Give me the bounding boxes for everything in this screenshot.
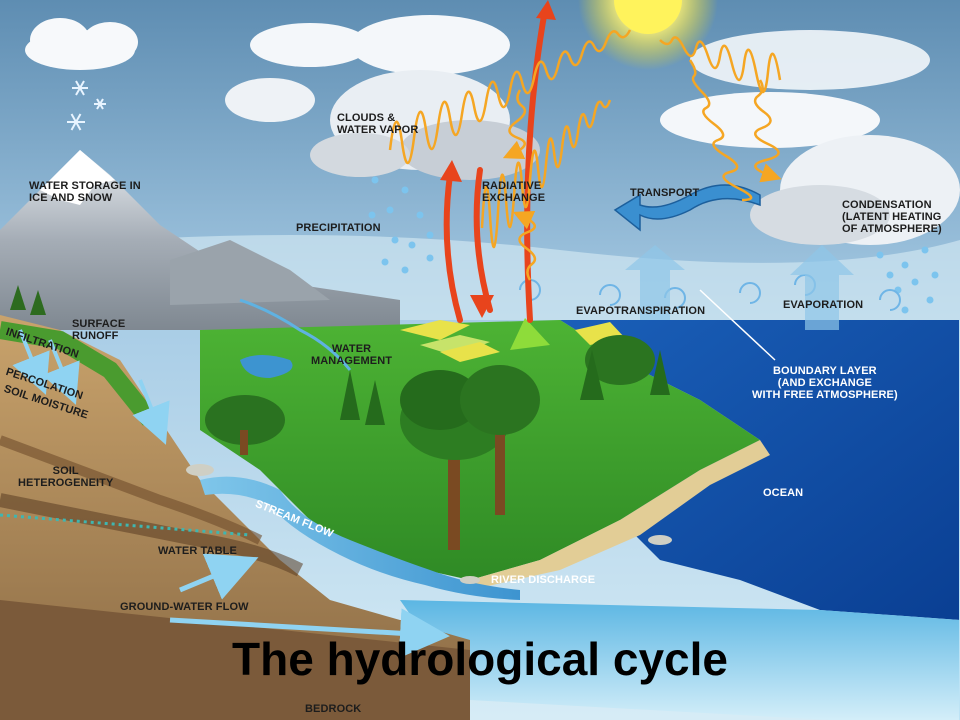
bedrock-layer bbox=[0, 600, 470, 720]
lake bbox=[240, 355, 293, 378]
label-precipitation: PRECIPITATION bbox=[296, 222, 381, 234]
label-water-management: WATER MANAGEMENT bbox=[311, 343, 393, 367]
label-transport: TRANSPORT bbox=[630, 187, 700, 199]
evaporation-arrows bbox=[625, 245, 854, 330]
label-ocean: OCEAN bbox=[763, 487, 804, 499]
transport-arrow bbox=[613, 184, 761, 232]
diagram-title: The hydrological cycle bbox=[232, 633, 728, 685]
sun-icon bbox=[578, 0, 718, 70]
boundary-layer-pointer bbox=[699, 289, 776, 361]
cloud-icon bbox=[25, 18, 138, 70]
soil-band bbox=[0, 493, 304, 577]
snowflake-icon bbox=[67, 80, 106, 131]
tree-icon bbox=[10, 285, 670, 550]
label-radiative-exchange: RADIATIVE EXCHANGE bbox=[482, 180, 546, 204]
surface-runoff-stream bbox=[239, 298, 352, 371]
mountain-ridge bbox=[170, 240, 330, 305]
stream bbox=[200, 476, 520, 600]
label-water-table: WATER TABLE bbox=[158, 545, 237, 557]
label-evaporation: EVAPORATION bbox=[783, 299, 864, 311]
ground-water-flow-arrows bbox=[169, 553, 450, 659]
cloud-icon bbox=[225, 15, 540, 180]
rocks bbox=[186, 464, 672, 584]
mountain-snowcap bbox=[40, 150, 115, 205]
label-river-discharge: RIVER DISCHARGE bbox=[491, 574, 596, 586]
label-water-storage: WATER STORAGE IN ICE AND SNOW bbox=[29, 180, 141, 204]
ocean-cross-section bbox=[400, 600, 960, 720]
label-surface-runoff: SURFACE RUNOFF bbox=[72, 318, 126, 342]
label-condensation: CONDENSATION (LATENT HEATING OF ATMOSPHE… bbox=[842, 199, 942, 235]
beach bbox=[470, 440, 770, 590]
label-soil-heterogeneity: SOIL HETEROGENEITY bbox=[18, 465, 114, 489]
raindrop-icon bbox=[368, 176, 939, 314]
grass-slope bbox=[0, 321, 158, 426]
label-evapotranspiration: EVAPOTRANSPIRATION bbox=[576, 305, 706, 317]
label-clouds-water-vapor: CLOUDS & WATER VAPOR bbox=[337, 112, 419, 136]
arrowhead-icon bbox=[440, 0, 556, 318]
infiltration-arrows bbox=[12, 329, 170, 445]
label-boundary-layer: BOUNDARY LAYER (AND EXCHANGE WITH FREE A… bbox=[752, 365, 898, 401]
soil-band bbox=[0, 435, 263, 545]
radiation-waves bbox=[388, 29, 782, 281]
label-bedrock: BEDROCK bbox=[305, 703, 362, 715]
label-ground-water-flow: GROUND-WATER FLOW bbox=[120, 601, 249, 613]
